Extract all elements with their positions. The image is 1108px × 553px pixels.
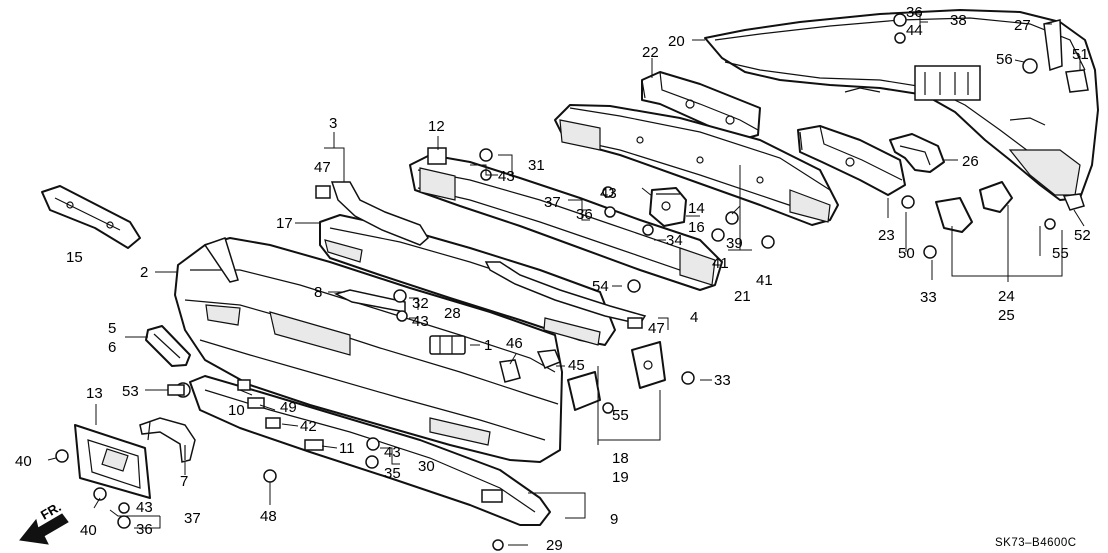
bracket-15 xyxy=(41,185,141,249)
bracket-8 xyxy=(333,289,406,313)
callout-19: 19 xyxy=(612,469,629,486)
callout-28: 28 xyxy=(444,305,461,322)
diagram-code: SK73–B4600C xyxy=(995,537,1077,549)
callout-3: 3 xyxy=(329,115,337,132)
callout-45: 45 xyxy=(568,357,585,374)
callout-43-mid: 43 xyxy=(600,185,617,202)
callout-24: 24 xyxy=(998,288,1015,305)
callout-51: 51 xyxy=(1072,46,1089,63)
callout-33-front: 33 xyxy=(714,372,731,389)
callout-30: 30 xyxy=(418,458,435,475)
callout-36-top: 36 xyxy=(906,4,923,21)
callout-6: 6 xyxy=(108,339,116,356)
side-marker-light xyxy=(145,325,191,367)
rear-absorber-23 xyxy=(797,125,906,196)
callout-22: 22 xyxy=(642,44,659,61)
callout-37-mid: 37 xyxy=(544,194,561,211)
callout-4: 4 xyxy=(690,309,698,326)
callout-48: 48 xyxy=(260,508,277,525)
callout-29: 29 xyxy=(546,537,563,553)
callout-5: 5 xyxy=(108,320,116,337)
bracket-14 xyxy=(649,187,687,227)
callout-23: 23 xyxy=(878,227,895,244)
callout-32: 32 xyxy=(412,295,429,312)
callout-16: 16 xyxy=(688,219,705,236)
callout-12: 12 xyxy=(428,118,445,135)
callout-37-plate: 37 xyxy=(184,510,201,527)
leader-lines xyxy=(47,13,1085,546)
upper-molding-3 xyxy=(330,181,429,246)
callout-14: 14 xyxy=(688,200,705,217)
callout-2: 2 xyxy=(140,264,148,281)
callout-39: 39 xyxy=(726,235,743,252)
callout-13: 13 xyxy=(86,385,103,402)
fasteners xyxy=(55,13,1089,551)
callout-43-upper: 43 xyxy=(498,168,515,185)
callout-38: 38 xyxy=(950,12,967,29)
rear-beam-21 xyxy=(554,104,839,226)
callout-42: 42 xyxy=(300,418,317,435)
callout-43-lower: 43 xyxy=(384,444,401,461)
callout-36-mid: 36 xyxy=(576,206,593,223)
callout-9: 9 xyxy=(610,511,618,528)
rear-absorber-22 xyxy=(641,71,761,141)
callout-18: 18 xyxy=(612,450,629,467)
license-plate-base xyxy=(74,424,151,499)
callout-47b: 47 xyxy=(648,320,665,337)
callout-25: 25 xyxy=(998,307,1015,324)
callout-11: 11 xyxy=(339,440,355,457)
callout-47a: 47 xyxy=(314,159,331,176)
callout-1: 1 xyxy=(484,337,492,354)
callout-8: 8 xyxy=(314,284,322,301)
callout-55-front: 55 xyxy=(612,407,629,424)
callout-31: 31 xyxy=(528,157,545,174)
license-bracket-7 xyxy=(139,417,196,463)
callout-33-rear: 33 xyxy=(920,289,937,306)
front-bumper-face xyxy=(174,237,563,463)
callout-40a: 40 xyxy=(15,453,32,470)
callout-27: 27 xyxy=(1014,17,1031,34)
callout-56: 56 xyxy=(996,51,1013,68)
callout-46: 46 xyxy=(506,335,523,352)
callout-34: 34 xyxy=(666,232,683,249)
callout-49: 49 xyxy=(280,399,297,416)
callout-44: 44 xyxy=(906,22,923,39)
callout-labels: 1 2 3 47 17 12 15 8 32 28 43 5 6 53 13 1… xyxy=(15,4,1091,553)
callout-35: 35 xyxy=(384,465,401,482)
front-beam-12 xyxy=(409,147,723,291)
callout-50: 50 xyxy=(898,245,915,262)
callout-17: 17 xyxy=(276,215,293,232)
callout-26: 26 xyxy=(962,153,979,170)
callout-21: 21 xyxy=(734,288,751,305)
callout-53: 53 xyxy=(122,383,139,400)
front-direction-arrow-icon xyxy=(19,513,69,545)
callout-20: 20 xyxy=(668,33,685,50)
callout-36-plate: 36 xyxy=(136,521,153,538)
callout-52: 52 xyxy=(1074,227,1091,244)
callout-15: 15 xyxy=(66,249,83,266)
bracket-26 xyxy=(889,133,945,173)
callout-41b: 41 xyxy=(756,272,773,289)
callout-43-front: 43 xyxy=(412,313,429,330)
callout-54: 54 xyxy=(592,278,609,295)
callout-41a: 41 xyxy=(712,255,729,272)
callout-43-plate: 43 xyxy=(136,499,153,516)
callout-40b: 40 xyxy=(80,522,97,539)
callout-10: 10 xyxy=(228,402,245,419)
callout-55-rear: 55 xyxy=(1052,245,1069,262)
callout-7: 7 xyxy=(180,473,188,490)
